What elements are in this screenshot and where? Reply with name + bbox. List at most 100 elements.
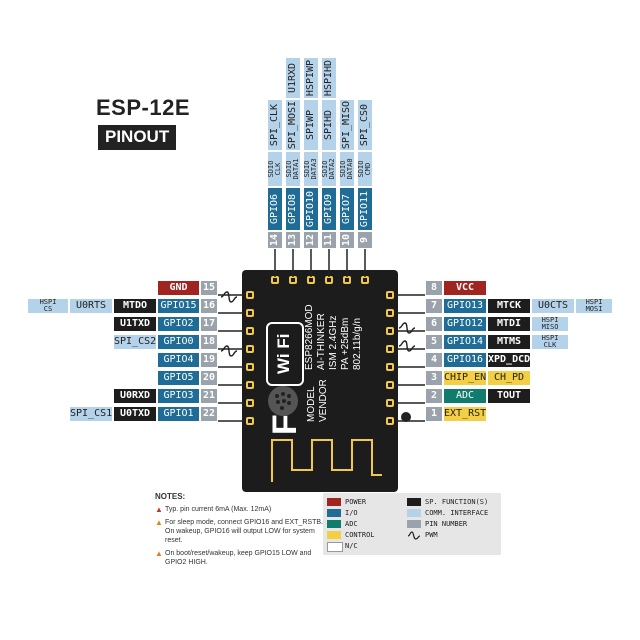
right-pin-main: GPIO14 [444,335,486,349]
legend-swatch [407,498,421,506]
legend-swatch [327,509,341,517]
right-pin-comm: U0CTS [532,299,574,313]
left-pin-comm: SPI_CS1 [70,407,112,421]
module-pad [246,381,254,389]
module-pad [386,345,394,353]
module-pad [386,381,394,389]
top-pin-u1: U1RXD [286,58,300,98]
top-pin-number: 12 [304,232,318,248]
right-pin-main: CHIP_EN [444,371,486,385]
right-pin-main: EXT_RSTB [444,407,486,421]
legend-label: PIN NUMBER [425,520,468,528]
left-pin-number: 22 [201,407,217,421]
right-pin-number: 6 [426,317,442,331]
top-pin-gpio: GPIO6 [268,188,282,230]
module-pad [246,291,254,299]
right-pin-func: MTCK [488,299,530,313]
notes: NOTES: ▲Typ. pin current 6mA (Max. 12mA)… [155,492,325,571]
top-pin-hspi: HSPIHD [322,58,336,98]
top-pin-spi: SPI_MISO [340,100,354,150]
left-pin-number: 15 [201,281,217,295]
legend-swatch [407,520,421,528]
right-pin-main: ADC [444,389,486,403]
top-pin-number: 13 [286,232,300,248]
notes-list: ▲Typ. pin current 6mA (Max. 12mA) ▲For sl… [155,505,325,567]
module-pad [289,276,297,284]
left-pin-main: GPIO4 [158,353,199,367]
legend-label: I/O [345,509,358,517]
legend-label: N/C [345,542,358,550]
left-pin-main: GPIO3 [158,389,199,403]
note-item: ▲Typ. pin current 6mA (Max. 12mA) [155,505,272,514]
pwm-icon [407,531,421,540]
module-text-line: AI-THINKER [316,313,327,370]
right-pin-number: 7 [426,299,442,313]
top-pin-gpio: GPIO8 [286,188,300,230]
left-pin-main: GPIO2 [158,317,199,331]
right-pin-main: GPIO13 [444,299,486,313]
fcc-circle [268,386,298,416]
module-pad [246,309,254,317]
legend-label: PWM [425,531,438,539]
right-pin-number: 8 [426,281,442,295]
module-pad [246,417,254,425]
right-pin-number: 1 [426,407,442,421]
left-pin-func: U0RXD [114,389,156,403]
module-text-line: PA +25dBm [340,317,351,370]
esp12e-module: Wi Fi FC MODEL VENDOR ESP8266MODAI-THINK… [242,270,398,492]
left-pin-main: GPIO1 [158,407,199,421]
pwm-icon [398,322,416,334]
warning-icon: ▲ [155,505,163,514]
module-text-line: ISM 2.4GHz [328,315,339,370]
module-pad [246,363,254,371]
model-label: MODEL [306,386,317,422]
right-pin-func: TOUT [488,389,530,403]
right-pin-main: VCC [444,281,486,295]
module-pad [386,309,394,317]
ext-rstb-dot [401,412,411,422]
left-pin-main: GPIO5 [158,371,199,385]
top-pin-gpio: GPIO7 [340,188,354,230]
top-pin-spi: SPI_CLK [268,100,282,150]
top-pin-spi: SPI_MOSI [286,100,300,150]
legend-label: CONTROL [345,531,375,539]
right-pin-number: 2 [426,389,442,403]
legend-label: COMM. INTERFACE [425,509,489,517]
title-pinout: PINOUT [98,125,177,150]
module-pad [386,417,394,425]
module-pad [246,345,254,353]
legend-label: ADC [345,520,358,528]
module-pad [343,276,351,284]
module-pad [246,399,254,407]
legend-swatch [327,542,343,552]
left-pin-main: GND [158,281,199,295]
top-pin-gpio: GPIO10 [304,188,318,230]
legend-swatch [327,498,341,506]
legend-label: SP. FUNCTION(S) [425,498,489,506]
top-pin-spi: SPI_CS0 [358,100,372,150]
pwm-icon [398,340,416,352]
note-item: ▲For sleep mode, connect GPIO16 and EXT_… [155,518,323,544]
vendor-label: VENDOR [318,379,329,422]
title-esp12e: ESP-12E [96,95,190,120]
left-pin-comm: U0RTS [70,299,112,313]
top-pin-gpio: GPIO11 [358,188,372,230]
pwm-icon [220,345,238,357]
top-pin-hspi: HSPIWP [304,58,318,98]
top-pin-number: 14 [268,232,282,248]
note-item: ▲On boot/reset/wakeup, keep GPIO15 LOW a… [155,549,312,566]
module-pad [307,276,315,284]
top-pin-gpio: GPIO9 [322,188,336,230]
right-pin-number: 3 [426,371,442,385]
left-pin-number: 19 [201,353,217,367]
module-text-line: ESP8266MOD [304,304,315,370]
left-pin-number: 18 [201,335,217,349]
